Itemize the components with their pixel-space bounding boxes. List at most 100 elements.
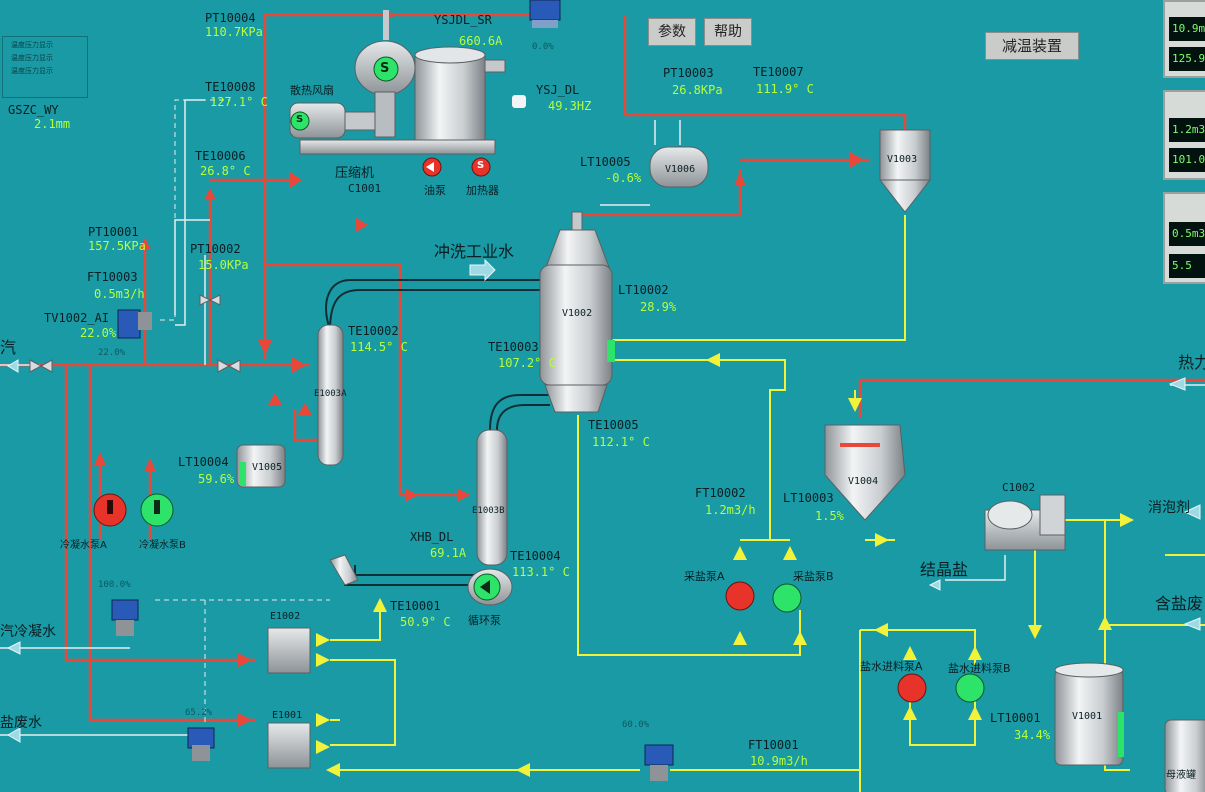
cond-pump-a-label: 冷凝水泵A [60, 540, 107, 551]
compressor-run-indicator[interactable] [373, 56, 399, 82]
valve-opening-cond: 100.0% [98, 580, 131, 590]
help-button[interactable]: 帮助 [704, 18, 752, 46]
vessel-v1003 [878, 129, 932, 213]
ft10002-value: 1.2m3/h [705, 503, 756, 517]
feed-pump-b-label: 盐水进料泵B [948, 662, 1011, 675]
ysj-dl-tag: YSJ_DL [536, 83, 580, 97]
pt10003-value: 26.8KPa [672, 83, 723, 97]
stream-arrows [6, 258, 1201, 743]
te10001-value: 50.9° C [400, 615, 451, 629]
vessel-v1006 [649, 146, 709, 188]
legend-box: 温度压力显示 温度压力显示 温度压力显示 [2, 36, 88, 98]
te10006-value: 26.8° C [200, 164, 251, 178]
lt10002-value: 28.9% [640, 300, 677, 314]
control-valve-waste[interactable] [187, 727, 215, 761]
hand-valve-steam[interactable] [29, 294, 241, 373]
pump-salt-b[interactable] [772, 583, 802, 613]
cond-water-label: 汽冷凝水 [0, 624, 56, 640]
hot-label: 热力 [1178, 353, 1205, 372]
waste-water-label: 盐废水 [0, 715, 42, 731]
valve-opening-feed: 60.0% [622, 720, 650, 730]
exchanger-e1001 [267, 722, 311, 769]
panel-value: 125.9 [1169, 47, 1205, 71]
fan-label: 散热风扇 [290, 84, 334, 97]
lt10003-tag: LT10003 [783, 491, 834, 505]
lt10005-value: -0.6% [605, 171, 642, 185]
e1003a-label: E1003A [314, 389, 347, 399]
gszc-value: 2.1mm [34, 117, 71, 131]
compressor-unit [289, 10, 506, 155]
desuperheater-button[interactable]: 减温装置 [985, 32, 1079, 60]
mother-tank-label: 母液罐 [1166, 770, 1196, 781]
ft10003-tag: FT10003 [87, 270, 138, 284]
top-control-valve[interactable] [529, 0, 561, 28]
te10004-tag: TE10004 [510, 549, 561, 563]
te10006-tag: TE10006 [195, 149, 246, 163]
tank-mother-liquor [1164, 719, 1205, 792]
tv1002-value: 22.0% [80, 326, 117, 340]
te10003-value: 107.2° C [498, 356, 556, 370]
defoamer-label: 消泡剂 [1148, 500, 1190, 516]
fan-s-letter: S [296, 114, 304, 125]
pt10001-value: 157.5KPa [88, 239, 146, 253]
ft10003-value: 0.5m3/h [94, 287, 145, 301]
heater-label: 加热器 [466, 184, 499, 197]
pump-salt-a[interactable] [725, 581, 755, 611]
pump-cond-b[interactable] [140, 493, 174, 527]
crystal-salt-label: 结晶盐 [920, 560, 969, 579]
exchanger-e1002 [267, 627, 311, 674]
v1006-label: V1006 [665, 164, 696, 175]
control-valve-cond[interactable] [111, 599, 139, 636]
steam-label: 汽 [0, 338, 17, 357]
oil-pump-indicator[interactable] [422, 157, 442, 177]
compressor-label: 压缩机 [335, 166, 375, 181]
v1001-label: V1001 [1072, 711, 1103, 722]
vessel-v1005 [236, 444, 286, 488]
pump-circulation[interactable] [467, 568, 513, 606]
c1002-label: C1002 [1002, 481, 1036, 494]
panel-value: 10.9m [1169, 17, 1205, 41]
cond-pump-b-label: 冷凝水泵B [139, 540, 186, 551]
e1003b-label: E1003B [472, 506, 505, 516]
lt10003-value: 1.5% [815, 509, 844, 523]
te10005-value: 112.1° C [592, 435, 650, 449]
pt10004-tag: PT10004 [205, 11, 256, 25]
lt10005-tag: LT10005 [580, 155, 631, 169]
control-valve-tv1002[interactable] [117, 309, 152, 339]
pump-feed-a[interactable] [897, 673, 927, 703]
lt10004-value: 59.6% [198, 472, 235, 486]
pt10003-tag: PT10003 [663, 66, 714, 80]
ysjdl-sr-tag: YSJDL_SR [434, 13, 492, 27]
ft10001-tag: FT10001 [748, 738, 799, 752]
lt10001-tag: LT10001 [990, 711, 1041, 725]
valve-opening-steam: 22.0% [98, 348, 126, 358]
motor-fan-indicator[interactable] [290, 111, 310, 131]
gszc-tag: GSZC_WY [8, 103, 59, 117]
centrifuge-c1002 [984, 494, 1066, 551]
circ-pump-label: 循环泵 [468, 614, 501, 627]
control-valve-feed[interactable] [644, 744, 674, 781]
legend-item: 温度压力显示 [11, 54, 53, 62]
pump-feed-b[interactable] [955, 673, 985, 703]
compressor-s-letter: S [380, 61, 390, 76]
te10007-value: 111.9° C [756, 82, 814, 96]
te10005-tag: TE10005 [588, 418, 639, 432]
te10002-value: 114.5° C [350, 340, 408, 354]
panel-value: 0.5m3 [1169, 222, 1205, 246]
v1002-label: V1002 [562, 308, 593, 319]
v1003-label: V1003 [887, 154, 918, 165]
compressor-id: C1001 [348, 182, 382, 195]
status-panel-2: 1.2m3 101.0 [1163, 90, 1205, 180]
valve-opening-waste: 65.2% [185, 708, 213, 718]
salt-pump-a-label: 采盐泵A [684, 570, 725, 583]
pump-cond-a[interactable] [93, 493, 127, 527]
vessel-v1004 [824, 424, 906, 521]
params-button[interactable]: 参数 [648, 18, 696, 46]
heater-indicator[interactable] [471, 157, 491, 177]
vessel-v1002 [539, 211, 615, 413]
e1002-label: E1002 [270, 611, 301, 622]
status-panel-3: 0.5m3 5.5 [1163, 192, 1205, 284]
valve-opening-top: 0.0% [532, 42, 554, 52]
salt-pump-b-label: 采盐泵B [793, 570, 834, 583]
